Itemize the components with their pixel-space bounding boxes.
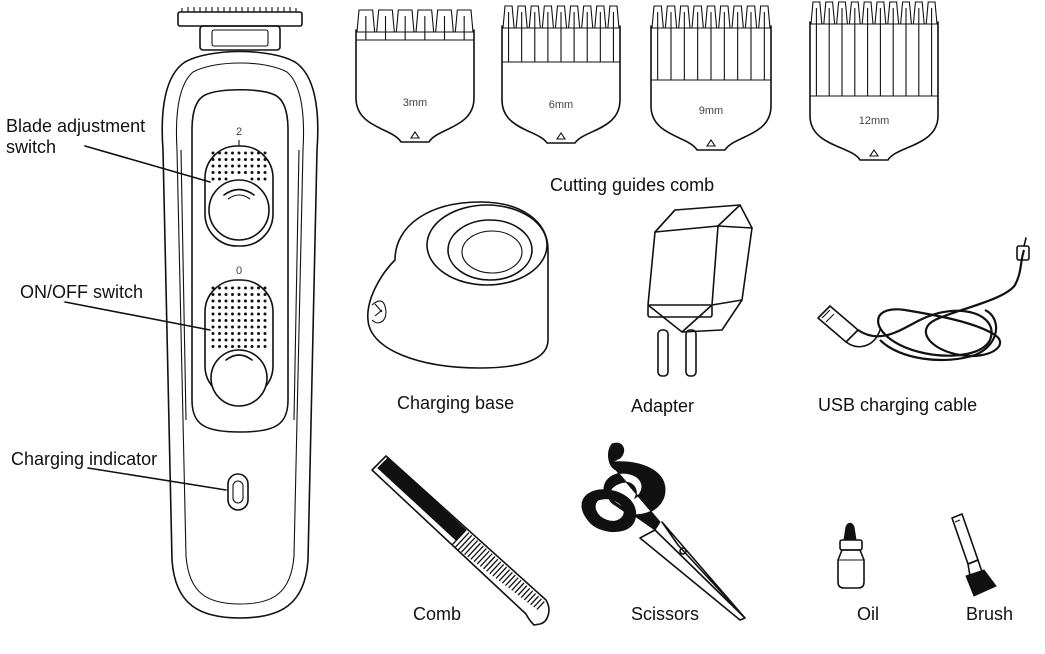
usb-cable-label: USB charging cable: [818, 395, 978, 415]
guide-comb-4: 12mm: [809, 1, 939, 161]
adapter-illustration: [647, 204, 753, 377]
scissors-illustration: [581, 442, 746, 621]
comb-illustration: [371, 455, 550, 626]
blade-mark: 2: [236, 126, 242, 138]
comb-label: Comb: [413, 604, 462, 624]
blade-knob-grip-dots: [211, 151, 267, 181]
indicator-callout-line: [87, 467, 227, 491]
trimmer-illustration: 2 0: [64, 7, 319, 619]
brush-illustration: [951, 513, 997, 597]
guide-size-label: 6mm: [549, 99, 573, 111]
on-off-label: ON/OFF switch: [20, 282, 144, 302]
adapter-label: Adapter: [631, 396, 695, 416]
scissors-label: Scissors: [631, 604, 700, 624]
blade-callout-line: [84, 145, 211, 183]
charging-base-label: Charging base: [397, 393, 515, 413]
guide-comb-1: 3mm: [355, 9, 475, 143]
comb-teeth: [451, 529, 545, 610]
usb-cable-illustration: [817, 237, 1030, 362]
charging-indicator-light: [227, 473, 249, 511]
power-knob-grip-dots: [211, 286, 267, 348]
cutting-guide-combs: 3mm 6mm 9mm 12mm: [355, 1, 939, 161]
guide-size-label: 3mm: [403, 97, 427, 109]
trimmer-blade-head: [177, 7, 303, 51]
charging-indicator-label: Charging indicator: [11, 449, 158, 469]
guide-size-label: 12mm: [859, 115, 890, 127]
guide-comb-3: 9mm: [650, 5, 772, 151]
brush-label: Brush: [966, 604, 1014, 624]
guide-comb-2: 6mm: [501, 5, 621, 144]
oil-label: Oil: [857, 604, 879, 624]
blade-adjustment-label: Blade adjustment switch: [6, 116, 146, 157]
charging-base-illustration: [367, 201, 549, 369]
power-mark: 0: [236, 265, 242, 277]
cutting-guides-label: Cutting guides comb: [550, 175, 715, 195]
power-switch-knob: 0: [204, 265, 274, 407]
power-callout-line: [64, 301, 211, 331]
guide-size-label: 9mm: [699, 105, 723, 117]
oil-bottle-illustration: [837, 522, 865, 589]
blade-adjustment-knob: 2: [204, 126, 274, 247]
